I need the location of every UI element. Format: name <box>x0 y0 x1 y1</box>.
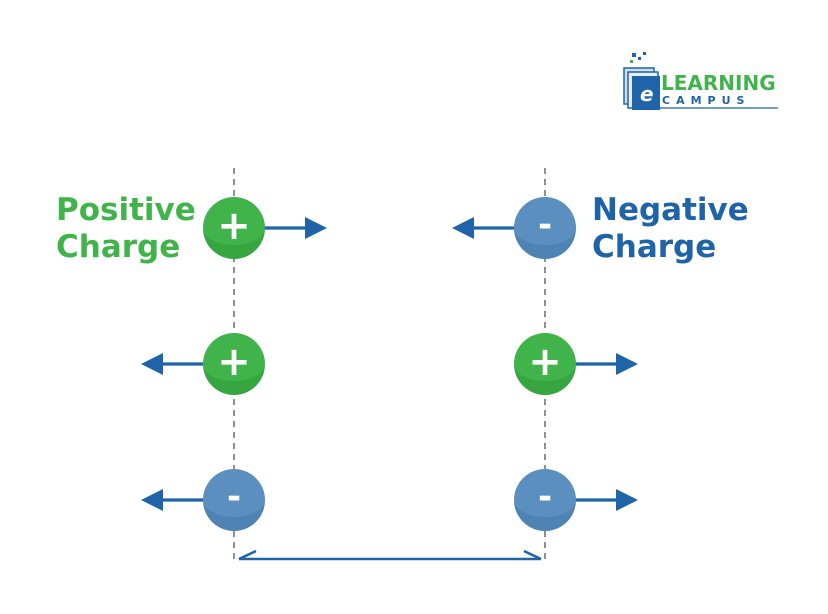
logo-pixel <box>630 60 633 63</box>
logo-pixel <box>638 57 641 60</box>
minus-sign: - <box>227 477 241 517</box>
negative-label-line2: Charge <box>592 229 716 265</box>
negative-charge-label: Negative Charge <box>592 192 749 265</box>
logo-word-learning: LEARNING <box>661 71 776 95</box>
positive-label-line2: Charge <box>56 229 180 265</box>
force-arrow-right <box>263 217 327 239</box>
negative-charge-right-row1: - <box>514 197 576 259</box>
negative-charge-right-row3: - <box>514 469 576 531</box>
logo-pixel <box>643 52 646 55</box>
negative-label-line1: Negative <box>592 192 749 228</box>
elearning-campus-logo: e LEARNING CAMPUS <box>623 52 778 110</box>
positive-charge-left-row1: + <box>203 197 265 259</box>
distance-arrow-right-head <box>523 549 542 561</box>
minus-sign: - <box>538 205 552 245</box>
negative-charge-left-row3: - <box>203 469 265 531</box>
force-arrow-right <box>574 489 638 511</box>
positive-charge-label: Positive Charge <box>56 192 196 265</box>
logo-e-letter: e <box>640 82 654 106</box>
book-icon: e <box>623 67 660 110</box>
distance-arrow <box>238 549 542 561</box>
positive-label-line1: Positive <box>56 192 196 228</box>
positive-charge-left-row2: + <box>203 333 265 395</box>
logo-pixel <box>632 53 636 57</box>
positive-charge-right-row2: + <box>514 333 576 395</box>
force-arrow-left <box>141 489 205 511</box>
plus-sign: + <box>217 203 251 249</box>
force-arrow-left <box>452 217 516 239</box>
plus-sign: + <box>217 339 251 385</box>
plus-sign: + <box>528 339 562 385</box>
minus-sign: - <box>538 477 552 517</box>
force-arrow-left <box>141 353 205 375</box>
charges-layer: + - + + - - <box>141 197 638 531</box>
distance-arrow-left-head <box>238 549 257 561</box>
force-arrow-right <box>574 353 638 375</box>
logo-word-campus: CAMPUS <box>662 94 750 107</box>
